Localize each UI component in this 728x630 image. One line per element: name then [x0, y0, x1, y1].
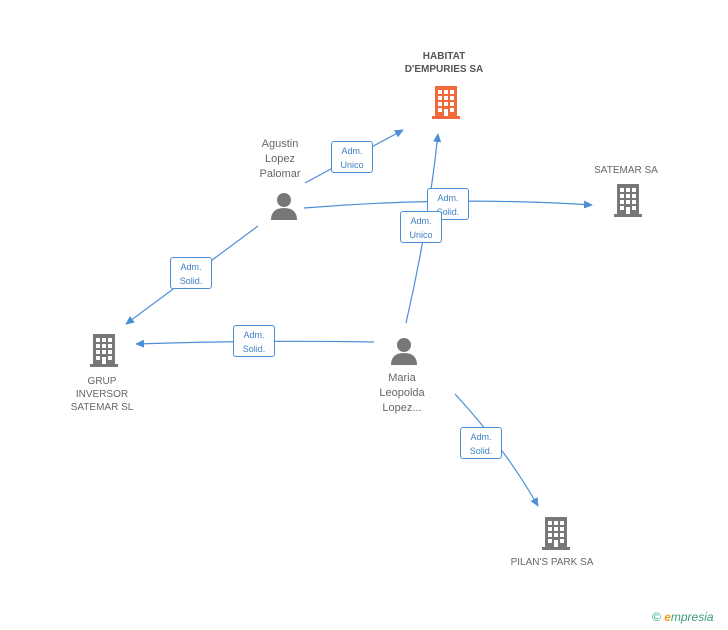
role-badge-line: Solid. [242, 344, 266, 354]
node-maria-leopolda-lopez[interactable]: Maria Leopolda Lopez... [362, 371, 442, 416]
node-pilans-park-sa[interactable]: PILAN'S PARK SA [496, 556, 608, 569]
building-icon [90, 334, 118, 367]
footer-brand: © empresia [652, 610, 714, 624]
role-badge-line: Adm. [470, 432, 492, 442]
building-icon [432, 86, 460, 119]
node-grup-inversor-satemar[interactable]: GRUP INVERSOR SATEMAR SL [52, 375, 152, 414]
brand-logo-text: mpresia [670, 610, 714, 624]
company-name-line: SATEMAR SL [70, 402, 134, 413]
company-name-line: HABITAT [422, 51, 466, 62]
role-badge-line: Solid. [179, 276, 203, 286]
company-name: SATEMAR SA [594, 165, 658, 176]
role-badge-agustin-habitat[interactable]: Adm. Unico [331, 141, 373, 173]
person-icon [391, 338, 417, 365]
role-badge-line: Adm. [341, 146, 363, 156]
node-satemar-sa[interactable]: SATEMAR SA [576, 164, 676, 177]
person-name-line: Lopez... [382, 402, 422, 414]
node-agustin-lopez-palomar[interactable]: Agustin Lopez Palomar [240, 137, 320, 182]
building-icon [542, 517, 570, 550]
copyright-icon: © [652, 610, 661, 624]
role-badge-maria-grup[interactable]: Adm. Solid. [233, 325, 275, 357]
role-badge-line: Adm. [180, 262, 202, 272]
role-badge-line: Adm. [243, 330, 265, 340]
company-name-line: GRUP [87, 376, 117, 387]
role-badge-line: Solid. [469, 446, 493, 456]
person-name-line: Lopez [265, 153, 295, 165]
person-name-line: Leopolda [379, 387, 425, 399]
role-badge-line: Adm. [410, 216, 432, 226]
brand-logo-initial: e [664, 610, 671, 624]
role-badge-maria-pilans[interactable]: Adm. Solid. [460, 427, 502, 459]
role-badge-maria-habitat[interactable]: Adm. Unico [400, 211, 442, 243]
role-badge-agustin-grup[interactable]: Adm. Solid. [170, 257, 212, 289]
person-icon [271, 193, 297, 220]
role-badge-line: Solid. [436, 207, 460, 217]
company-name: PILAN'S PARK SA [510, 557, 594, 568]
node-habitat-empuries[interactable]: HABITAT D'EMPURIES SA [384, 50, 504, 76]
role-badge-line: Adm. [437, 193, 459, 203]
person-name-line: Maria [388, 372, 416, 384]
person-name-line: Agustin [261, 138, 299, 150]
role-badge-line: Unico [409, 230, 433, 240]
company-name-line: INVERSOR [75, 389, 129, 400]
role-badge-line: Unico [340, 160, 364, 170]
person-name-line: Palomar [259, 168, 301, 180]
building-icon [614, 184, 642, 217]
company-name-line: D'EMPURIES SA [404, 64, 484, 75]
